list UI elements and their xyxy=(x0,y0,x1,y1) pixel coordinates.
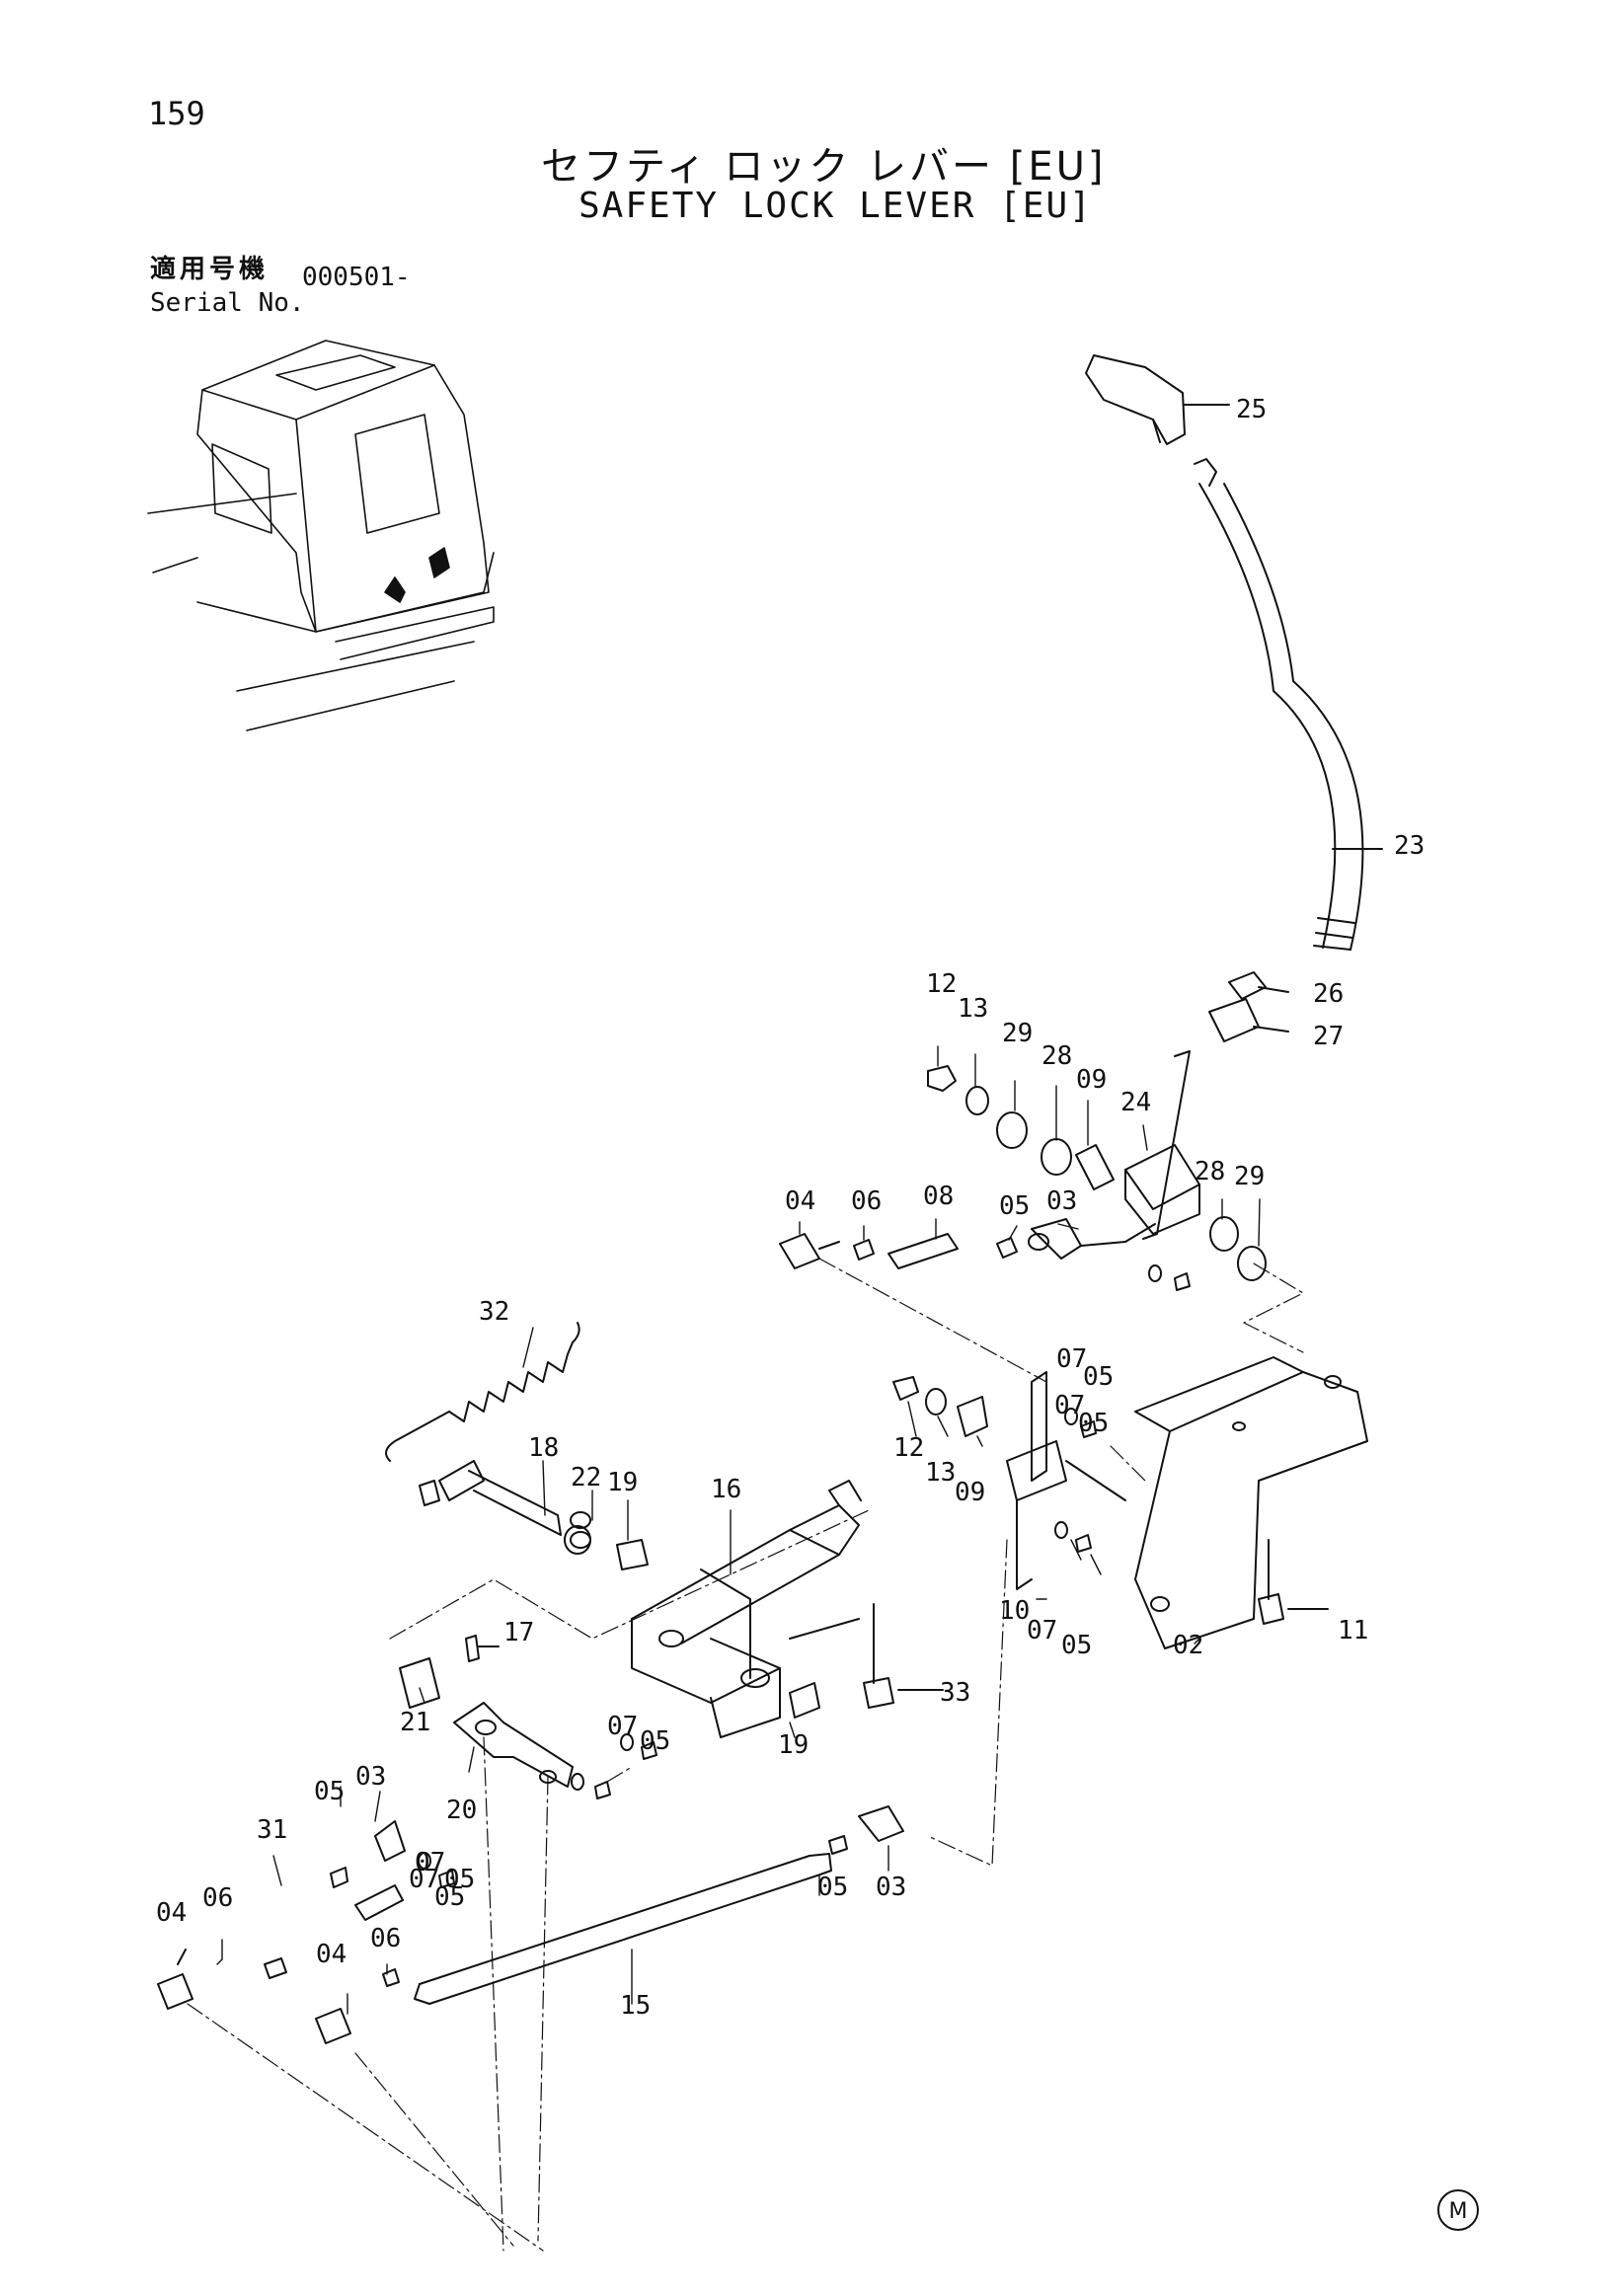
part-callout-32: 32 xyxy=(479,1297,509,1327)
part-callout-05: 05 xyxy=(1078,1409,1109,1438)
page-number: 159 xyxy=(148,95,205,132)
part-callout-02: 02 xyxy=(1173,1631,1203,1660)
part-callout-20: 20 xyxy=(446,1796,477,1825)
part-callout-06: 06 xyxy=(370,1924,401,1953)
hardware-lower-cluster xyxy=(418,1264,1191,1888)
lower-linkage xyxy=(157,1805,904,2044)
part-callout-03: 03 xyxy=(355,1762,386,1792)
part-callout-33: 33 xyxy=(940,1678,970,1708)
part-callout-22: 22 xyxy=(571,1463,601,1492)
part-callout-04: 04 xyxy=(316,1940,347,1969)
part-callout-03: 03 xyxy=(876,1873,906,1902)
part-callout-04: 04 xyxy=(785,1186,815,1216)
part-callout-05: 05 xyxy=(314,1777,345,1806)
serial-label-japanese: 適用号機 xyxy=(150,255,270,284)
part-callout-07: 07 xyxy=(1027,1616,1057,1645)
bushings xyxy=(564,1525,820,1719)
part-callout-05: 05 xyxy=(1083,1362,1114,1392)
title-english: SAFETY LOCK LEVER [EU] xyxy=(579,186,1093,226)
serial-label-english: Serial No. xyxy=(150,288,305,318)
part-callout-26: 26 xyxy=(1313,979,1344,1009)
part-callout-12: 12 xyxy=(926,969,957,999)
part-callout-16: 16 xyxy=(711,1475,741,1504)
lever-bracket xyxy=(1124,1050,1200,1240)
pin-and-collar xyxy=(399,1635,500,1709)
main-bracket xyxy=(631,1480,862,1738)
callout-leader-lines xyxy=(216,1045,1261,2015)
part-callout-05: 05 xyxy=(999,1191,1030,1221)
part-callout-29: 29 xyxy=(1002,1019,1033,1048)
part-callout-09: 09 xyxy=(955,1478,985,1507)
part-callout-05: 05 xyxy=(434,1882,465,1912)
part-callout-27: 27 xyxy=(1313,1022,1344,1051)
serial-number-value: 000501- xyxy=(302,263,411,292)
part-callout-12: 12 xyxy=(893,1433,924,1463)
part-callout-15: 15 xyxy=(620,1991,651,2021)
assembly-center-lines xyxy=(187,1258,1304,2252)
part-callout-23: 23 xyxy=(1394,831,1425,861)
part-callout-09: 09 xyxy=(1076,1065,1107,1095)
bolt-33 xyxy=(863,1603,944,1709)
part-callout-17: 17 xyxy=(503,1618,534,1647)
upper-linkage xyxy=(779,1218,1156,1269)
part-callout-07: 07 xyxy=(1056,1344,1087,1374)
part-callout-25: 25 xyxy=(1236,395,1267,424)
part-callout-07: 07 xyxy=(607,1712,638,1741)
part-callout-11: 11 xyxy=(1338,1616,1368,1645)
part-callout-07: 07 xyxy=(1054,1391,1085,1420)
part-callout-19: 19 xyxy=(607,1468,638,1497)
part-callout-13: 13 xyxy=(925,1458,956,1488)
part-callout-13: 13 xyxy=(958,994,988,1024)
part-callout-24: 24 xyxy=(1120,1088,1151,1117)
part-callout-31: 31 xyxy=(257,1815,287,1845)
part-callout-06: 06 xyxy=(202,1883,233,1913)
hardware-upper-cluster xyxy=(927,1065,1267,1281)
part-callout-03: 03 xyxy=(1046,1186,1077,1216)
part-callout-07: 07 xyxy=(415,1848,445,1877)
lever-arm-20 xyxy=(453,1702,574,1788)
lever-grip xyxy=(1085,354,1230,445)
pivot-shaft xyxy=(419,1460,591,1549)
part-callout-07: 07 xyxy=(409,1865,439,1894)
part-callout-05: 05 xyxy=(1061,1631,1092,1660)
mounting-plate xyxy=(1006,1356,1368,1649)
part-callout-10: 10 xyxy=(999,1596,1030,1626)
title-japanese: セフティ ロック レバー [EU] xyxy=(541,144,1107,190)
part-callout-19: 19 xyxy=(778,1730,809,1760)
return-spring xyxy=(385,1322,580,1462)
part-callout-05: 05 xyxy=(817,1873,848,1902)
part-callout-05: 05 xyxy=(640,1726,670,1756)
part-callout-28: 28 xyxy=(1041,1041,1072,1071)
part-callout-04: 04 xyxy=(156,1898,187,1928)
adapter-nut xyxy=(1208,971,1289,1042)
part-callout-05: 05 xyxy=(444,1865,475,1894)
part-callout-18: 18 xyxy=(528,1433,559,1463)
corner-mark-badge: M xyxy=(1437,2189,1479,2231)
part-callout-06: 06 xyxy=(851,1186,882,1216)
part-callout-29: 29 xyxy=(1234,1162,1265,1191)
cab-location-sketch xyxy=(147,340,495,731)
connecting-rod xyxy=(414,1853,832,2005)
part-callout-21: 21 xyxy=(400,1708,430,1737)
corner-mark-letter: M xyxy=(1448,2199,1468,2224)
part-callout-08: 08 xyxy=(923,1182,954,1211)
lever-rod xyxy=(1194,458,1383,951)
part-callout-28: 28 xyxy=(1195,1157,1225,1186)
